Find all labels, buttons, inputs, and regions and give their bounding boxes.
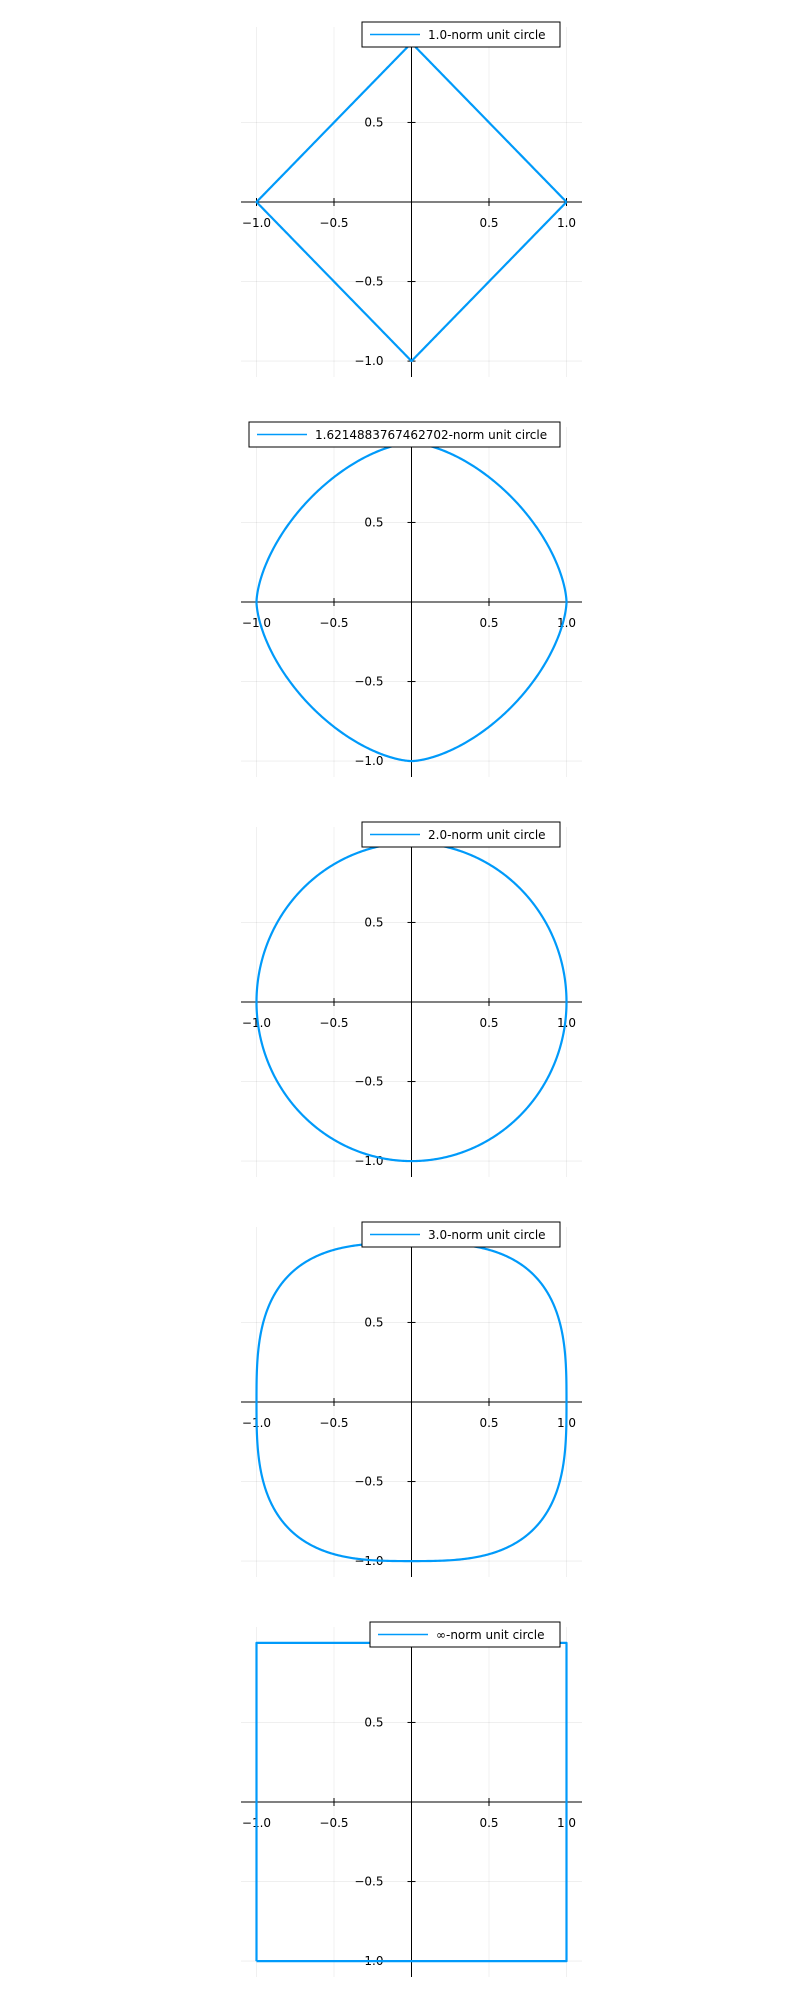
- y-tick-label: −0.5: [354, 1475, 383, 1489]
- y-tick-label: 0.5: [364, 115, 383, 129]
- x-tick-label: −0.5: [319, 1816, 348, 1830]
- legend-label: 1.6214883767462702-norm unit circle: [315, 428, 547, 442]
- x-tick-label: −1.0: [242, 616, 271, 630]
- y-tick-label: −0.5: [354, 1075, 383, 1089]
- chart-panel-2: −1.0 −0.5 0.5 1.0 −1.0 −0.5 0.5 1.6214883767462…: [241, 421, 582, 777]
- x-tick-label: −0.5: [319, 1416, 348, 1430]
- y-tick-label: 0.5: [364, 1315, 383, 1329]
- x-tick-label: 1.0: [557, 616, 576, 630]
- chart-panel-3: −1.0 −0.5 0.5 1.0 −1.0 −0.5 0.5 2.0-norm unit c…: [241, 821, 582, 1177]
- chart-panel-1: −1.0 −0.5 0.5 1.0 −1.0 −0.5 0.5 1.0-norm unit c…: [241, 21, 582, 377]
- legend: ∞-norm unit circle: [369, 1621, 561, 1648]
- series-line: [255, 41, 568, 363]
- legend: 3.0-norm unit circle: [361, 1221, 561, 1248]
- x-tick-label: 0.5: [479, 216, 498, 230]
- y-tick-label: −0.5: [354, 675, 383, 689]
- x-tick-label: 1.0: [557, 216, 576, 230]
- x-tick-label: −1.0: [242, 1016, 271, 1030]
- legend: 1.0-norm unit circle: [361, 21, 561, 48]
- legend: 2.0-norm unit circle: [361, 821, 561, 848]
- x-tick-label: 0.5: [479, 1816, 498, 1830]
- y-tick-label: −0.5: [354, 275, 383, 289]
- x-tick-label: 0.5: [479, 616, 498, 630]
- legend-label: 1.0-norm unit circle: [428, 28, 546, 42]
- y-tick-label: −1.0: [354, 1554, 383, 1568]
- y-tick-label: 0.5: [364, 515, 383, 529]
- legend-label: 2.0-norm unit circle: [428, 828, 546, 842]
- x-tick-label: −0.5: [319, 216, 348, 230]
- series-line: [255, 841, 568, 1163]
- x-tick-label: −1.0: [242, 216, 271, 230]
- legend-label: 3.0-norm unit circle: [428, 1228, 546, 1242]
- series-line: [255, 1641, 568, 1963]
- y-tick-label: 0.5: [364, 1715, 383, 1729]
- x-tick-label: 0.5: [479, 1016, 498, 1030]
- series-line: [255, 1241, 568, 1563]
- x-tick-label: 0.5: [479, 1416, 498, 1430]
- x-tick-label: −0.5: [319, 1016, 348, 1030]
- y-tick-label: −1.0: [354, 354, 383, 368]
- y-tick-label: 0.5: [364, 915, 383, 929]
- legend-label: ∞-norm unit circle: [436, 1628, 544, 1642]
- x-tick-label: −0.5: [319, 616, 348, 630]
- x-tick-label: 1.0: [557, 1016, 576, 1030]
- legend: 1.6214883767462702-norm unit circle: [248, 421, 561, 448]
- series-line: [255, 441, 568, 763]
- y-tick-label: −1.0: [354, 1154, 383, 1168]
- y-tick-label: −0.5: [354, 1875, 383, 1889]
- y-tick-label: −1.0: [354, 754, 383, 768]
